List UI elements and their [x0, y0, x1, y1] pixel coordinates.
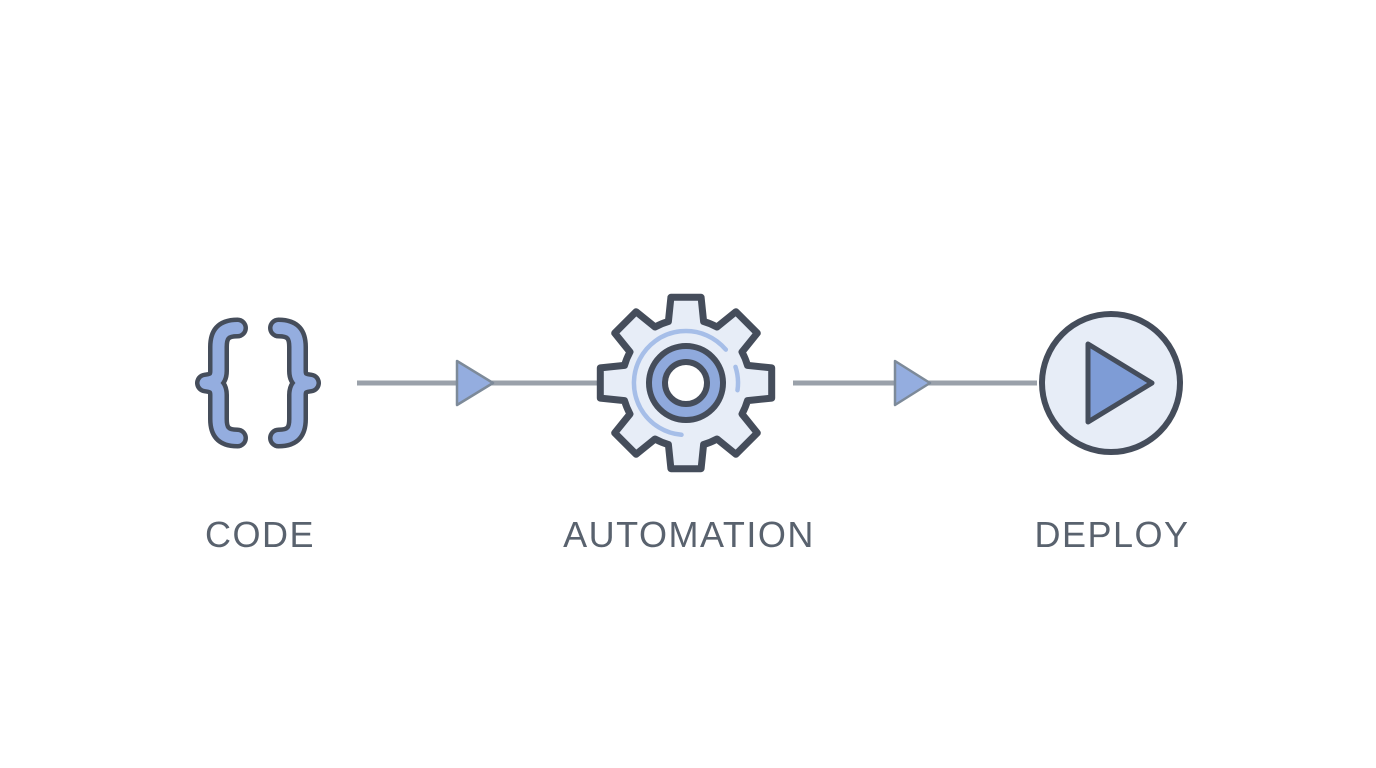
- gear-accent-arc-short: [733, 364, 741, 393]
- right-brace: [268, 317, 321, 449]
- play-triangle: [1085, 341, 1155, 425]
- connector-automation-to-deploy: [793, 359, 1037, 407]
- step-label-automation: AUTOMATION: [563, 514, 815, 555]
- arrowhead-icon: [455, 359, 495, 407]
- connector-code-to-automation: [357, 359, 599, 407]
- curly-braces-icon: [195, 317, 321, 449]
- gear-icon: [596, 293, 776, 473]
- arrowhead-icon: [893, 359, 932, 407]
- gear-hub-hole: [662, 359, 710, 407]
- step-label-deploy: DEPLOY: [1034, 514, 1190, 555]
- play-circle-icon: [1039, 311, 1183, 455]
- step-label-code: CODE: [204, 514, 316, 555]
- left-brace: [195, 317, 248, 449]
- gear-accent-arc-long: [631, 328, 729, 438]
